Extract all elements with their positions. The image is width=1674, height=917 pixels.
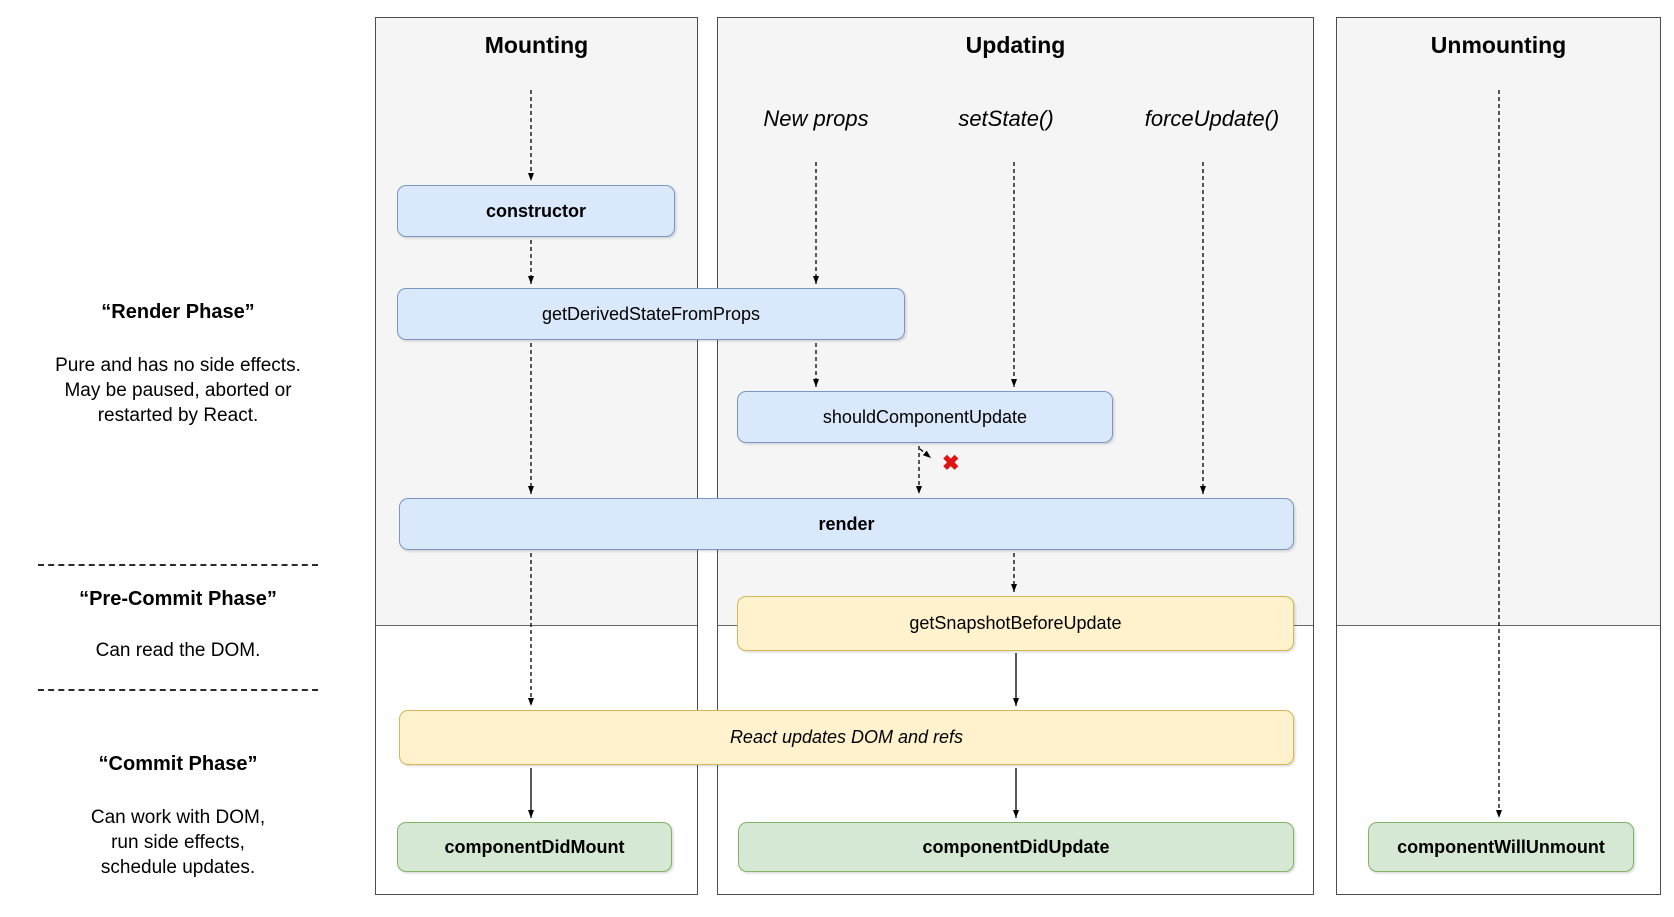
- get-derived-state-from-props-node: getDerivedStateFromProps: [397, 288, 905, 340]
- phase-divider-bottom: [38, 689, 318, 691]
- render-phase-description: Pure and has no side effects. May be pau…: [55, 355, 301, 426]
- cancel-update-x-icon: ✖: [942, 452, 960, 475]
- commit-phase-description: Can work with DOM, run side effects, sch…: [90, 807, 266, 878]
- trigger-new-props: New props: [763, 106, 869, 131]
- mounting-column-title: Mounting: [484, 32, 589, 58]
- arrow-shouldcomponentupdate-cancel-branch: [919, 448, 932, 459]
- pre-commit-phase-description: Can read the DOM.: [95, 640, 261, 661]
- trigger-set-state: setState(): [958, 106, 1054, 131]
- react-updates-dom-node: React updates DOM and refs: [399, 710, 1294, 765]
- render-phase-title: “Render Phase”: [101, 301, 255, 323]
- render-node: render: [399, 498, 1294, 550]
- unmounting-column-title: Unmounting: [1430, 32, 1567, 58]
- component-did-mount-node: componentDidMount: [397, 822, 672, 872]
- trigger-force-update: forceUpdate(): [1144, 106, 1280, 131]
- should-component-update-node: shouldComponentUpdate: [737, 391, 1113, 443]
- component-did-update-node: componentDidUpdate: [738, 822, 1294, 872]
- get-snapshot-before-update-node: getSnapshotBeforeUpdate: [737, 596, 1294, 651]
- updating-column-title: Updating: [965, 32, 1066, 58]
- commit-phase-title: “Commit Phase”: [98, 753, 258, 775]
- constructor-node: constructor: [397, 185, 675, 237]
- pre-commit-phase-title: “Pre-Commit Phase”: [79, 588, 277, 610]
- phase-divider-top: [38, 564, 318, 566]
- component-will-unmount-node: componentWillUnmount: [1368, 822, 1634, 872]
